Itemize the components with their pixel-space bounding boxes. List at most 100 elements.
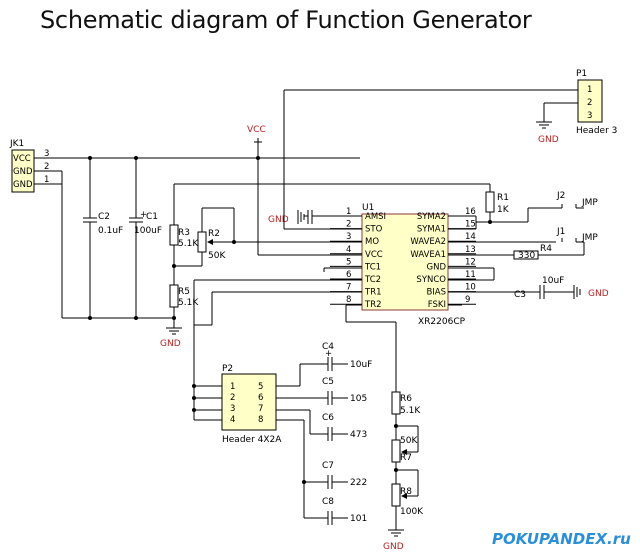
c4-value: 10uF [350, 360, 372, 370]
resistor-r5: R5 5.1K [169, 284, 199, 308]
ic-pin-num-16: 16 [465, 207, 476, 217]
gnd-label-pin1: GND [268, 215, 289, 225]
c7-ref: C7 [322, 461, 334, 471]
gnd-label-c3: GND [588, 289, 609, 299]
c5-ref: C5 [322, 377, 334, 387]
ic-pin-num-2: 2 [346, 220, 351, 230]
gnd-label-left: GND [160, 339, 181, 349]
p2-type: Header 4X2A [222, 435, 282, 445]
resistor-r6: R6 5.1K [391, 391, 421, 416]
c8-value: 101 [350, 514, 367, 524]
p2-pin-7: 7 [258, 404, 263, 414]
r1-value: 1K [497, 205, 510, 215]
c2-ref: C2 [98, 212, 110, 222]
jumper-j2: J2 JMP [556, 191, 598, 209]
r6-value: 5.1K [400, 406, 421, 416]
ic-pin-num-9: 9 [465, 295, 470, 305]
p2-pin-8: 8 [258, 415, 263, 425]
c5-value: 105 [350, 394, 367, 404]
ic-pin-name-8: TR2 [364, 300, 382, 310]
capacitor-c4: + C4 10uF [322, 342, 372, 371]
ic-pin-name-12: GND [427, 262, 447, 272]
ic-pin-name-10: BIAS [426, 288, 446, 298]
p2-ref: P2 [222, 364, 233, 374]
ic-pin-num-8: 8 [346, 295, 351, 305]
ic-pin-num-4: 4 [346, 245, 351, 255]
capacitor-c8: C8 101 [322, 497, 367, 525]
gnd-label-bottom: GND [383, 542, 404, 552]
r8-ref: R8 [400, 487, 412, 497]
r7-value: 50K [400, 436, 418, 446]
connector-p1: P1 1 2 3 Header 3 GND [536, 69, 617, 145]
ic-pin-name-7: TR1 [364, 288, 382, 298]
jk1-num-1: 1 [44, 175, 49, 185]
p2-pin-1: 1 [230, 382, 235, 392]
p2-pin-3: 3 [230, 404, 235, 414]
r7-ref: R7 [400, 453, 412, 463]
capacitor-c7: C7 222 [322, 461, 367, 489]
p2-pin-6: 6 [258, 393, 263, 403]
potentiometer-r7: 50K R7 [391, 424, 419, 463]
ic-pin-name-4: VCC [365, 250, 383, 260]
jk1-ref: JK1 [9, 139, 24, 149]
ic-pin-num-3: 3 [346, 232, 351, 242]
jumper-j1: J1 JMP [556, 227, 598, 255]
svg-text:+: + [325, 349, 332, 359]
connector-jk1: JK1 VCC GND GND 3 2 1 [9, 139, 63, 318]
p1-ref: P1 [576, 69, 587, 79]
r4-value: 330 [518, 251, 535, 261]
ic-pin-num-6: 6 [346, 270, 351, 280]
gnd-symbol-left: GND [160, 318, 182, 349]
capacitor-c6: C6 473 [322, 413, 367, 441]
ic-pin-num-15: 15 [465, 220, 476, 230]
c1-value: 100uF [134, 226, 162, 236]
gnd-label-p1: GND [538, 135, 559, 145]
c8-ref: C8 [322, 497, 334, 507]
vcc-net-label: VCC [247, 125, 266, 135]
capacitor-c1: + C1 100uF [129, 158, 162, 318]
capacitor-c2: C2 0.1uF [83, 158, 123, 318]
r5-value: 5.1K [178, 298, 199, 308]
capacitor-c5: C5 105 [322, 377, 367, 405]
ic-pin-num-14: 14 [465, 232, 476, 242]
p1-pin-2: 2 [587, 98, 592, 108]
ic-pin-name-14: WAVEA2 [410, 237, 446, 247]
c6-value: 473 [350, 430, 367, 440]
ic-pin-name-13: WAVEA1 [410, 250, 446, 260]
c3-ref: C3 [514, 290, 526, 300]
c7-value: 222 [350, 478, 367, 488]
p1-pin-3: 3 [587, 111, 592, 121]
ic-pin-num-7: 7 [346, 283, 351, 293]
gnd-symbol-bottom: GND [383, 529, 404, 552]
ic-pin-num-1: 1 [346, 207, 351, 217]
ic-pin-num-10: 10 [465, 283, 476, 293]
r4-ref: R4 [540, 244, 552, 254]
r5-ref: R5 [178, 287, 190, 297]
r3-value: 5.1K [178, 239, 199, 249]
ic-pin-name-9: FSKI [428, 300, 446, 310]
ic-pin-name-2: STO [365, 225, 383, 235]
watermark: POKUPANDEX.ru [492, 530, 631, 548]
p1-type: Header 3 [576, 126, 617, 136]
ic-pin-name-11: SYNCO [416, 275, 446, 285]
capacitor-c3: C3 10uF GND [448, 276, 609, 300]
ic-pin-name-1: AMSI [365, 212, 386, 222]
ic-pin-name-3: MO [365, 237, 379, 247]
ic-pin-num-13: 13 [465, 245, 476, 255]
potentiometer-r8: R8 100K [391, 468, 424, 517]
ic-pin-num-11: 11 [465, 270, 476, 280]
ic-pin-name-16: SYMA2 [417, 212, 446, 222]
c3-value: 10uF [542, 276, 564, 286]
j2-ref: J2 [556, 191, 565, 201]
vcc-label: VCC [247, 125, 266, 255]
r2-ref: R2 [208, 229, 220, 239]
c4-ref: C4 [322, 342, 334, 352]
diagram-title: Schematic diagram of Function Generator [40, 6, 532, 34]
c2-value: 0.1uF [98, 226, 123, 236]
r1-ref: R1 [497, 193, 509, 203]
ic-pin-name-6: TC2 [364, 275, 381, 285]
r3-ref: R3 [178, 228, 190, 238]
r6-ref: R6 [400, 394, 412, 404]
